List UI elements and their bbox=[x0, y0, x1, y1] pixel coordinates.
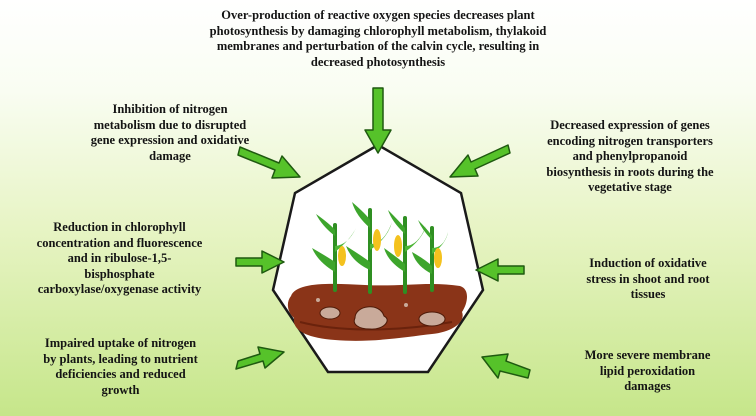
arrows bbox=[235, 87, 531, 379]
arrow-from-middle-left bbox=[235, 250, 285, 274]
arrow-from-upper-left bbox=[237, 146, 301, 179]
effect-text-lower-left: Impaired uptake of nitrogen by plants, l… bbox=[43, 336, 198, 397]
corn-plant bbox=[412, 220, 448, 292]
effect-text-middle-left: Reduction in chlorophyll concentration a… bbox=[36, 220, 203, 296]
arrow-from-upper-right bbox=[449, 144, 511, 178]
soil-pebble bbox=[353, 306, 388, 330]
corn-plant bbox=[312, 214, 356, 292]
soil-pebble bbox=[319, 306, 341, 320]
corn-plant bbox=[384, 210, 426, 294]
corn-plants bbox=[312, 202, 448, 294]
arrow-from-top bbox=[364, 87, 392, 154]
effect-text-middle-right: Induction of oxidative stress in shoot a… bbox=[586, 256, 710, 301]
arrow-from-middle-right bbox=[475, 258, 525, 282]
effect-text-upper-right: Decreased expression of genes encoding n… bbox=[546, 118, 714, 194]
effect-text-top: Over-production of reactive oxygen speci… bbox=[209, 8, 547, 69]
soil-pebble bbox=[418, 311, 446, 327]
effect-text-upper-left: Inhibition of nitrogen metabolism due to… bbox=[90, 102, 250, 163]
arrow-from-lower-right bbox=[481, 353, 531, 379]
corn-plant bbox=[346, 202, 392, 294]
effect-text-lower-right: More severe membrane lipid peroxidation … bbox=[584, 348, 711, 393]
arrow-from-lower-left bbox=[235, 346, 285, 370]
